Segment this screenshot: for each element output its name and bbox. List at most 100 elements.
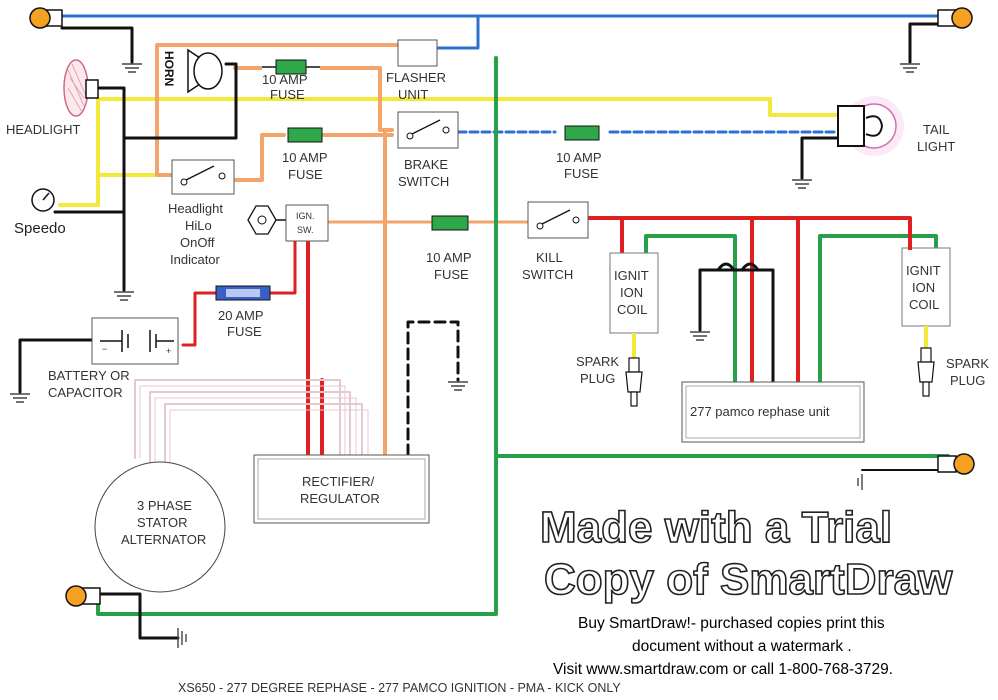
coil-right-label-3: COIL	[909, 297, 939, 312]
wire-black-pamco-loop	[716, 262, 760, 272]
stator-alternator-circle	[94, 461, 226, 593]
wire-green-rear	[494, 454, 950, 464]
watermark-note-1: Buy SmartDraw!- purchased copies print t…	[578, 615, 885, 632]
tail-light-icon	[837, 96, 904, 156]
wire-black-headlight	[96, 86, 126, 292]
wire-green-coil2	[818, 234, 938, 384]
spark-left-label-2: PLUG	[580, 371, 615, 386]
wire-stator-phases-inner	[139, 385, 369, 471]
fuse-tail-label-1: 10 AMP	[556, 150, 602, 165]
wire-black-rear-left	[96, 592, 180, 640]
brake-switch-icon	[397, 111, 459, 149]
fuse-kill-icon	[431, 215, 469, 231]
fuse-kill-label-2: FUSE	[434, 267, 469, 282]
fuse-brake-icon	[287, 127, 323, 143]
smartdraw-watermark: Made with a Trial Copy of SmartDraw Buy …	[539, 502, 954, 678]
ign-switch-box	[285, 204, 329, 242]
wire-orange-indicator	[155, 48, 174, 177]
watermark-note-3: Visit www.smartdraw.com or call 1-800-76…	[553, 661, 893, 678]
wire-red-pamco	[750, 216, 800, 384]
rectifier-regulator-box	[253, 454, 430, 524]
wire-black-battery	[18, 338, 94, 394]
horn-label: HORN	[162, 51, 176, 86]
wire-red-20a	[181, 238, 297, 347]
indicator-switch-icon	[171, 159, 235, 195]
tail-light-label-1: TAIL	[923, 122, 950, 137]
brake-switch-label-2: SWITCH	[398, 174, 449, 189]
pamco-label: 277 pamco rephase unit	[690, 404, 830, 419]
rear-left-indicator-icon	[65, 585, 101, 607]
battery-plus-label: +	[166, 346, 171, 356]
stator-label-3: ALTERNATOR	[121, 532, 206, 547]
wire-green-right	[96, 56, 498, 616]
coil-right-label-2: ION	[912, 280, 935, 295]
fuse-20amp-label-2: FUSE	[227, 324, 262, 339]
rear-right-indicator-icon	[937, 453, 975, 475]
indicator-label-2: HiLo	[185, 218, 212, 233]
fuse-brake-label-2: FUSE	[288, 167, 323, 182]
wire-yellow-main	[96, 97, 840, 117]
wire-black-tail	[800, 136, 840, 180]
stator-label-1: 3 PHASE	[137, 498, 192, 513]
kill-switch-label-2: SWITCH	[522, 267, 573, 282]
spark-right-label-1: SPARK	[946, 356, 989, 371]
headlight-icon	[63, 59, 99, 117]
ign-sw-label-1: IGN.	[296, 211, 315, 221]
fuse-horn-label-1: 10 AMP	[262, 72, 308, 87]
wire-stator-phases	[134, 379, 363, 471]
battery-label-2: CAPACITOR	[48, 385, 123, 400]
diagram-footer-title: XS650 - 277 DEGREE REPHASE - 277 PAMCO I…	[178, 681, 621, 695]
fuse-brake-label-1: 10 AMP	[282, 150, 328, 165]
wire-orange-hilo	[234, 133, 394, 182]
component-labels: HEADLIGHT Speedo HORN 10 AMP FUSE FLASHE…	[6, 51, 989, 547]
front-right-indicator-icon	[937, 7, 973, 29]
fuse-kill-label-1: 10 AMP	[426, 250, 472, 265]
wire-black-front-right	[908, 22, 950, 64]
speedo-gauge-icon	[31, 188, 55, 212]
fuse-20amp-label-1: 20 AMP	[218, 308, 264, 323]
wire-red-kill	[586, 216, 912, 247]
wire-black-rect-dashed	[406, 320, 460, 457]
ign-sw-label-2: SW.	[297, 225, 314, 235]
wire-blue-flasher	[435, 14, 480, 50]
ignition-key-icon	[247, 205, 286, 235]
ground-icons	[10, 63, 920, 648]
kill-switch-label-1: KILL	[536, 250, 563, 265]
fuse-horn-label-2: FUSE	[270, 87, 305, 102]
watermark-note-2: document without a watermark .	[632, 638, 852, 655]
indicator-label-3: OnOff	[180, 235, 215, 250]
flasher-unit-box	[397, 39, 438, 67]
fuse-tail-label-2: FUSE	[564, 166, 599, 181]
wire-black-horn	[122, 62, 238, 140]
coil-left-label-3: COIL	[617, 302, 647, 317]
flasher-label-1: FLASHER	[386, 70, 446, 85]
rectifier-label-2: REGULATOR	[300, 491, 380, 506]
wire-orange-horn	[155, 43, 400, 52]
wire-red-rect	[306, 238, 324, 457]
front-left-indicator-icon	[29, 7, 63, 29]
rectifier-label-1: RECTIFIER/	[302, 474, 375, 489]
battery-icon	[91, 317, 179, 365]
fuse-20amp-icon	[215, 285, 271, 301]
wire-black-front-left	[60, 26, 134, 64]
speedo-label: Speedo	[14, 220, 66, 237]
battery-minus-label: −	[102, 344, 107, 354]
spark-right-label-2: PLUG	[950, 373, 985, 388]
stator-label-2: STATOR	[137, 515, 188, 530]
ignition-coil-left-box	[609, 252, 659, 334]
battery-label-1: BATTERY OR	[48, 368, 130, 383]
tail-light-label-2: LIGHT	[917, 139, 955, 154]
headlight-label: HEADLIGHT	[6, 122, 80, 137]
coil-right-label-1: IGNIT	[906, 263, 941, 278]
fuse-tail-icon	[564, 125, 600, 141]
watermark-line-1: Made with a Trial	[540, 503, 892, 552]
coil-left-label-1: IGNIT	[614, 268, 649, 283]
flasher-label-2: UNIT	[398, 87, 428, 102]
coil-left-label-2: ION	[620, 285, 643, 300]
spark-left-label-1: SPARK	[576, 354, 619, 369]
horn-icon	[159, 48, 223, 97]
brake-switch-label-1: BRAKE	[404, 157, 448, 172]
spark-plug-left-icon	[625, 357, 643, 407]
pamco-unit-box	[681, 381, 865, 443]
